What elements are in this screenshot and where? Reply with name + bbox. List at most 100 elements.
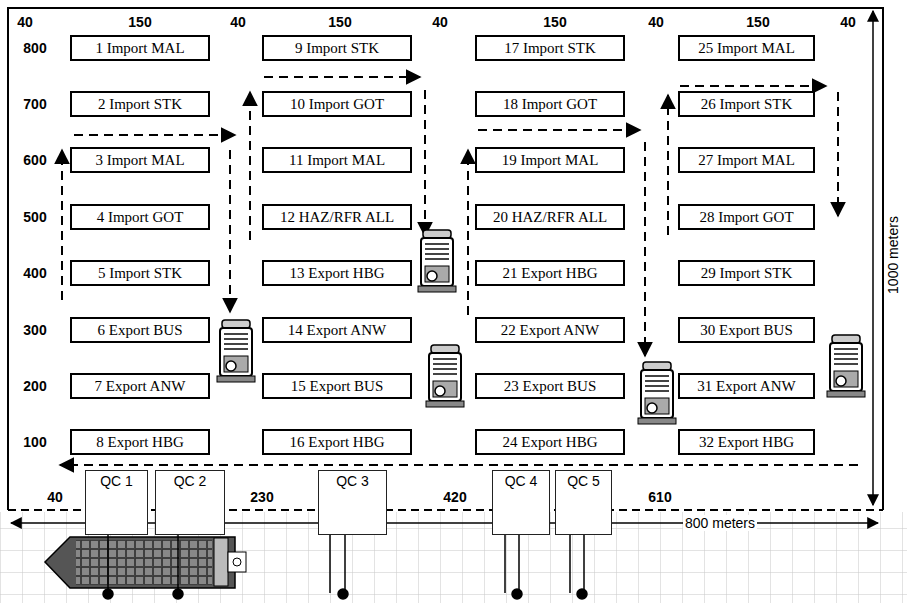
column-width: 40	[646, 14, 666, 30]
quay-position: 230	[248, 489, 275, 505]
yard-block: 7 Export ANW	[70, 373, 210, 399]
block-label: 29 Import STK	[701, 265, 793, 282]
yard-block: 6 Export BUS	[70, 317, 210, 343]
yard-block: 10 Import GOT	[262, 91, 412, 117]
block-label: 24 Export HBG	[503, 434, 598, 451]
crane-leg	[103, 535, 587, 599]
ship	[45, 537, 246, 588]
block-label: 9 Import STK	[295, 40, 379, 57]
block-label: 26 Import STK	[701, 96, 793, 113]
block-label: 17 Import STK	[504, 40, 596, 57]
yard-block: 32 Export HBG	[678, 429, 815, 455]
block-label: 28 Import GOT	[699, 209, 793, 226]
truck-icons	[217, 230, 865, 424]
crane-label: QC 5	[567, 473, 600, 489]
block-label: 27 Import MAL	[698, 152, 795, 169]
block-label: 1 Import MAL	[95, 40, 184, 57]
block-label: 8 Export HBG	[96, 434, 184, 451]
column-width: 150	[126, 14, 153, 30]
quay-crane: QC 1	[85, 470, 148, 535]
block-label: 16 Export HBG	[290, 434, 385, 451]
block-label: 18 Import GOT	[503, 96, 597, 113]
yard-block: 13 Export HBG	[262, 260, 412, 286]
yard-block: 9 Import STK	[262, 35, 412, 61]
block-label: 32 Export HBG	[699, 434, 794, 451]
row-coordinate: 200	[21, 378, 48, 394]
crane-label: QC 2	[174, 473, 207, 489]
truck-icon	[217, 320, 255, 382]
truck-icon	[827, 335, 865, 397]
yard-block: 23 Export BUS	[475, 373, 625, 399]
yard-block: 12 HAZ/RFR ALL	[262, 204, 412, 230]
column-width: 150	[326, 14, 353, 30]
quay-crane: QC 2	[155, 470, 225, 535]
quay-crane: QC 5	[555, 470, 612, 535]
column-width: 150	[541, 14, 568, 30]
yard-block: 22 Export ANW	[475, 317, 625, 343]
block-label: 7 Export ANW	[95, 378, 186, 395]
block-label: 23 Export BUS	[504, 378, 597, 395]
dimension-arrow	[872, 11, 874, 505]
dimension-label: 1000 meters	[885, 214, 901, 296]
truck-icon	[418, 230, 456, 292]
row-coordinate: 400	[21, 265, 48, 281]
yard-block: 31 Export ANW	[678, 373, 815, 399]
block-label: 10 Import GOT	[290, 96, 384, 113]
block-label: 14 Export ANW	[288, 322, 386, 339]
yard-block: 17 Import STK	[475, 35, 625, 61]
row-coordinate: 500	[21, 209, 48, 225]
block-label: 6 Export BUS	[97, 322, 182, 339]
yard-block: 8 Export HBG	[70, 429, 210, 455]
yard-block: 24 Export HBG	[475, 429, 625, 455]
row-coordinate: 700	[21, 96, 48, 112]
block-label: 12 HAZ/RFR ALL	[280, 209, 394, 226]
yard-block: 18 Import GOT	[475, 91, 625, 117]
crane-label: QC 4	[505, 473, 538, 489]
column-width: 40	[15, 14, 35, 30]
yard-block: 2 Import STK	[70, 91, 210, 117]
row-coordinate: 800	[21, 40, 48, 56]
block-label: 20 HAZ/RFR ALL	[493, 209, 607, 226]
column-width: 40	[430, 14, 450, 30]
column-width: 40	[228, 14, 248, 30]
column-width: 40	[838, 14, 858, 30]
yard-block: 26 Import STK	[678, 91, 815, 117]
column-width: 150	[744, 14, 771, 30]
yard-block: 28 Import GOT	[678, 204, 815, 230]
truck-icon	[638, 362, 676, 424]
block-label: 3 Import MAL	[95, 152, 184, 169]
block-label: 25 Import MAL	[698, 40, 795, 57]
block-label: 11 Import MAL	[289, 152, 385, 169]
block-label: 2 Import STK	[98, 96, 182, 113]
yard-block: 4 Import GOT	[70, 204, 210, 230]
truck-icon	[426, 345, 464, 407]
block-label: 22 Export ANW	[501, 322, 599, 339]
quay-crane: QC 4	[492, 470, 550, 535]
dimension-label: 800 meters	[683, 515, 757, 531]
yard-block: 15 Export BUS	[262, 373, 412, 399]
yard-block: 30 Export BUS	[678, 317, 815, 343]
yard-block: 14 Export ANW	[262, 317, 412, 343]
yard-block: 25 Import MAL	[678, 35, 815, 61]
block-label: 19 Import MAL	[502, 152, 599, 169]
quay-position: 40	[45, 489, 65, 505]
yard-block: 27 Import MAL	[678, 147, 815, 173]
yard-block: 21 Export HBG	[475, 260, 625, 286]
yard-frame	[8, 8, 883, 510]
yard-block: 20 HAZ/RFR ALL	[475, 204, 625, 230]
block-label: 31 Export ANW	[697, 378, 795, 395]
block-label: 21 Export HBG	[503, 265, 598, 282]
block-label: 4 Import GOT	[97, 209, 184, 226]
row-coordinate: 100	[21, 434, 48, 450]
yard-block: 1 Import MAL	[70, 35, 210, 61]
quay-position: 610	[646, 489, 673, 505]
yard-block: 29 Import STK	[678, 260, 815, 286]
yard-block: 3 Import MAL	[70, 147, 210, 173]
block-label: 15 Export BUS	[291, 378, 384, 395]
block-label: 13 Export HBG	[290, 265, 385, 282]
yard-block: 5 Import STK	[70, 260, 210, 286]
crane-label: QC 3	[336, 473, 369, 489]
quay-crane: QC 3	[318, 470, 387, 535]
crane-label: QC 1	[100, 473, 133, 489]
block-label: 30 Export BUS	[700, 322, 793, 339]
